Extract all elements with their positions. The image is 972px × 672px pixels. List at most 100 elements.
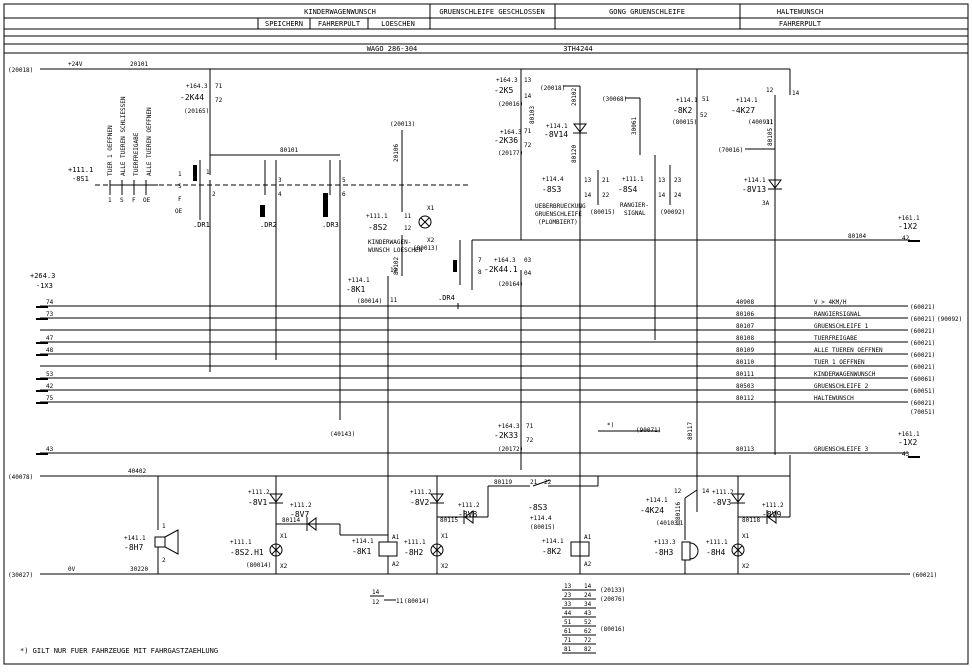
- bus-pin-9: 43: [46, 446, 54, 453]
- pin-5: 5: [342, 177, 346, 184]
- bus-wire-7: 80503: [736, 383, 754, 390]
- ref-20018: (20018): [540, 85, 565, 92]
- connector-1x3: +264.3 -1X3: [30, 272, 55, 290]
- k2-c1: 51: [702, 96, 710, 103]
- k44-c2: 72: [215, 97, 223, 104]
- h4-ref: +111.1: [706, 539, 728, 546]
- k441-c1: 03: [524, 257, 532, 264]
- wire-30061: 30061: [631, 117, 638, 135]
- s2-name: -8S2: [368, 223, 387, 232]
- k2-contact-a-4: 51: [564, 619, 572, 626]
- x2b-name: -1X2: [898, 438, 917, 447]
- h2-ref: +111.1: [404, 539, 426, 546]
- bus-label-3: TUERFREIGABE: [814, 335, 858, 342]
- s2-c1: 11: [404, 213, 412, 220]
- v7-ref: +111.2: [290, 502, 312, 509]
- v2-name: -8V2: [410, 498, 429, 507]
- k33-ref: +164.3: [498, 423, 520, 430]
- k44-num: (20165): [184, 108, 209, 115]
- s1-pos-oe: OE: [143, 197, 151, 204]
- rail-ref-20018: (20018): [8, 67, 33, 74]
- k2-contact-a-6: 71: [564, 637, 572, 644]
- bus-ref-4: (60021): [910, 352, 935, 359]
- s1-ref: +111.1: [68, 166, 93, 174]
- bus-ref-3: (60021): [910, 340, 935, 347]
- v1-ref: +111.2: [248, 489, 270, 496]
- contacts-8k1: 14 12 11 (80014): [370, 589, 429, 606]
- ref-20164: (20164): [498, 281, 523, 288]
- h1-num: (80014): [246, 562, 271, 569]
- group-8s2: (20013) 20106 +111.1 -8S2 11 12 KINDERWA…: [346, 121, 438, 535]
- k24-c3: 11: [676, 520, 684, 527]
- k2-c2: 52: [700, 112, 708, 119]
- ref-70016: (70016): [718, 147, 743, 154]
- h3-name: -8H3: [654, 548, 673, 557]
- conn-1x3-ref: +264.3: [30, 272, 55, 280]
- bus-label-0: V > 4KM/H: [814, 299, 847, 306]
- k33-c2: 72: [526, 437, 534, 444]
- bus-wire-6: 80111: [736, 371, 754, 378]
- k2c-name: -8K2: [542, 547, 561, 556]
- hdr-fahrerpult2: FAHRERPULT: [779, 20, 822, 28]
- k1-a2: A2: [392, 561, 400, 568]
- k2-contact-b-4: 52: [584, 619, 592, 626]
- k44-c1: 71: [215, 83, 223, 90]
- relay-2k44: +164.3 -2K44 (20165) 71 72: [180, 83, 223, 115]
- k441-c2: 04: [524, 270, 532, 277]
- s2-c2: 12: [404, 225, 412, 232]
- s3-c4: 22: [602, 192, 610, 199]
- s3-label-3: (PLOMBIERT): [538, 219, 578, 226]
- pin-1: 1: [206, 169, 210, 176]
- k2-contact-a-2: 33: [564, 601, 572, 608]
- k36-c2: 72: [524, 142, 532, 149]
- dr-switches: 1 2 .DR1 3 4 .DR2 5 6 .DR3 80101 (40143): [193, 69, 355, 438]
- k1-c1: 12: [390, 267, 398, 274]
- wire-80102: 80102: [393, 257, 400, 275]
- s3-ref: +114.4: [542, 176, 564, 183]
- bus-wire-3: 80108: [736, 335, 754, 342]
- k1-ref: +114.1: [348, 277, 370, 284]
- k2-name: -8K2: [673, 106, 692, 115]
- h7-ref: +141.1: [124, 535, 146, 542]
- h3-ref: +113.3: [654, 539, 676, 546]
- k33-num: (20172): [498, 446, 523, 453]
- s1-name: -8S1: [72, 175, 89, 183]
- ref-80015-b: (80015): [672, 119, 697, 126]
- k2-contact-b-3: 43: [584, 610, 592, 617]
- s1-pos-s: S: [120, 197, 124, 204]
- k1c-ref: +114.1: [352, 538, 374, 545]
- group-2k441: .DR4 7 8 +164.3 -2K44.1 03 04 (20164) 80…: [438, 233, 910, 302]
- module-code: 3TH4244: [563, 45, 593, 53]
- s1-pos-f: F: [132, 197, 136, 204]
- bus-pin-7: 42: [46, 383, 54, 390]
- s3-label-1: UEBERBRUECKUNG: [535, 203, 586, 210]
- k24-name: -4K24: [640, 506, 664, 515]
- k2cref-3: (80016): [600, 626, 625, 633]
- s2-x1: X1: [427, 205, 435, 212]
- s1-label-2: ALLE TUEREN SCHLIESSEN: [120, 96, 127, 176]
- h4-x1: X1: [742, 533, 750, 540]
- bus-ref2-8: (70051): [910, 409, 935, 416]
- h2-name: -8H2: [404, 548, 423, 557]
- v13-amp: 3A: [762, 200, 770, 207]
- bus-label-2: GRUENSCHLEIFE 1: [814, 323, 869, 330]
- star-note: *): [607, 422, 614, 429]
- wire-20102: 20102: [571, 88, 578, 106]
- switch-8s1: +111.1 -8S1 TUER 1 OEFFNEN ALLE TUEREN S…: [68, 96, 470, 215]
- rail-wire-40402: 40402: [128, 468, 146, 475]
- bus-pin-1: 73: [46, 311, 54, 318]
- supply-rails: (20018) +24V 20101 (40078) 40402 (30027)…: [8, 61, 937, 579]
- w80119: 80119: [494, 479, 512, 486]
- s3-name: -8S3: [542, 185, 561, 194]
- s3-c2: 14: [584, 192, 592, 199]
- k24-num: (40103): [656, 520, 681, 527]
- bus-ref-0: (60021): [910, 304, 935, 311]
- h7-p1: 1: [162, 523, 166, 530]
- k2cref-2: (20076): [600, 596, 625, 603]
- k2-a1: A1: [584, 534, 592, 541]
- k2-contact-a-7: 81: [564, 646, 572, 653]
- k1-name: -8K1: [346, 285, 365, 294]
- k1c-b: 12: [372, 599, 380, 606]
